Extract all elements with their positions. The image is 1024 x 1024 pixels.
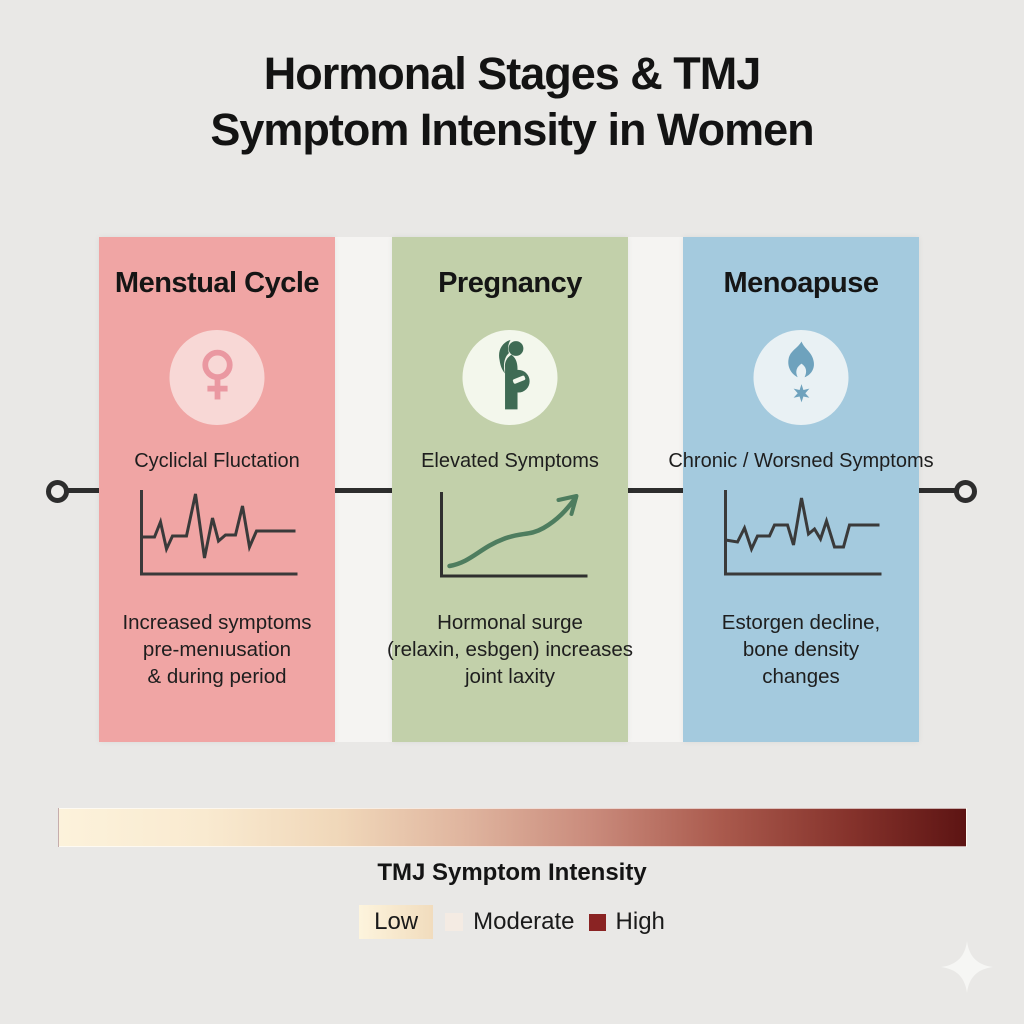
timeline-node-right <box>954 480 977 503</box>
card-title: Menstual Cycle <box>114 267 320 299</box>
card-description: Hormonal surge (relaxin, esbgen) increas… <box>386 611 634 689</box>
legend-moderate-label: Moderate <box>473 908 575 935</box>
icon-circle <box>462 330 558 425</box>
pregnant-woman-icon <box>471 336 549 419</box>
fluctuation-chart <box>714 484 889 587</box>
page-title-line2: Symptom Intensity in Women <box>210 103 814 155</box>
stage-card-pregnancy: Pregnancy Elevated Symptoms Hormonal sur… <box>387 237 633 742</box>
flame-icon <box>763 337 839 418</box>
icon-circle <box>753 330 849 425</box>
stage-card-menopause: Menoapuse Chronic / Worsned Symptoms Est… <box>668 237 934 742</box>
card-description: Increased symptoms pre-menıusation & dur… <box>122 611 312 689</box>
fluctuation-chart <box>130 484 305 587</box>
intensity-scale-title: TMJ Symptom Intensity <box>377 859 647 886</box>
intensity-gradient-bar <box>58 808 967 847</box>
page-title-line1: Hormonal Stages & TMJ <box>263 48 762 99</box>
card-subtitle: Elevated Symptoms <box>421 450 599 472</box>
card-subtitle: Chronic / Worsned Symptoms <box>668 450 934 472</box>
timeline-node-left <box>46 480 69 503</box>
icon-circle <box>169 330 265 425</box>
card-title: Menoapuse <box>723 267 879 299</box>
page-title: Hormonal Stages & TMJ Symptom Intensity … <box>0 46 1024 158</box>
female-symbol-icon <box>181 339 253 416</box>
sparkle-icon <box>938 938 996 1001</box>
intensity-legend: Low Moderate High <box>0 905 1024 939</box>
legend-moderate-swatch <box>445 913 464 931</box>
legend-low-swatch: Low <box>359 905 434 939</box>
stage-card-menstrual-cycle: Menstual Cycle Cycliclal Fluctation Incr… <box>99 237 335 742</box>
legend-high-swatch <box>588 913 606 931</box>
card-description: Estorgen decline, bone density changes <box>721 611 881 689</box>
rising-chart <box>428 484 593 587</box>
legend-high-label: High <box>615 908 665 935</box>
card-title: Pregnancy <box>438 267 582 299</box>
card-subtitle: Cycliclal Fluctation <box>134 450 300 472</box>
